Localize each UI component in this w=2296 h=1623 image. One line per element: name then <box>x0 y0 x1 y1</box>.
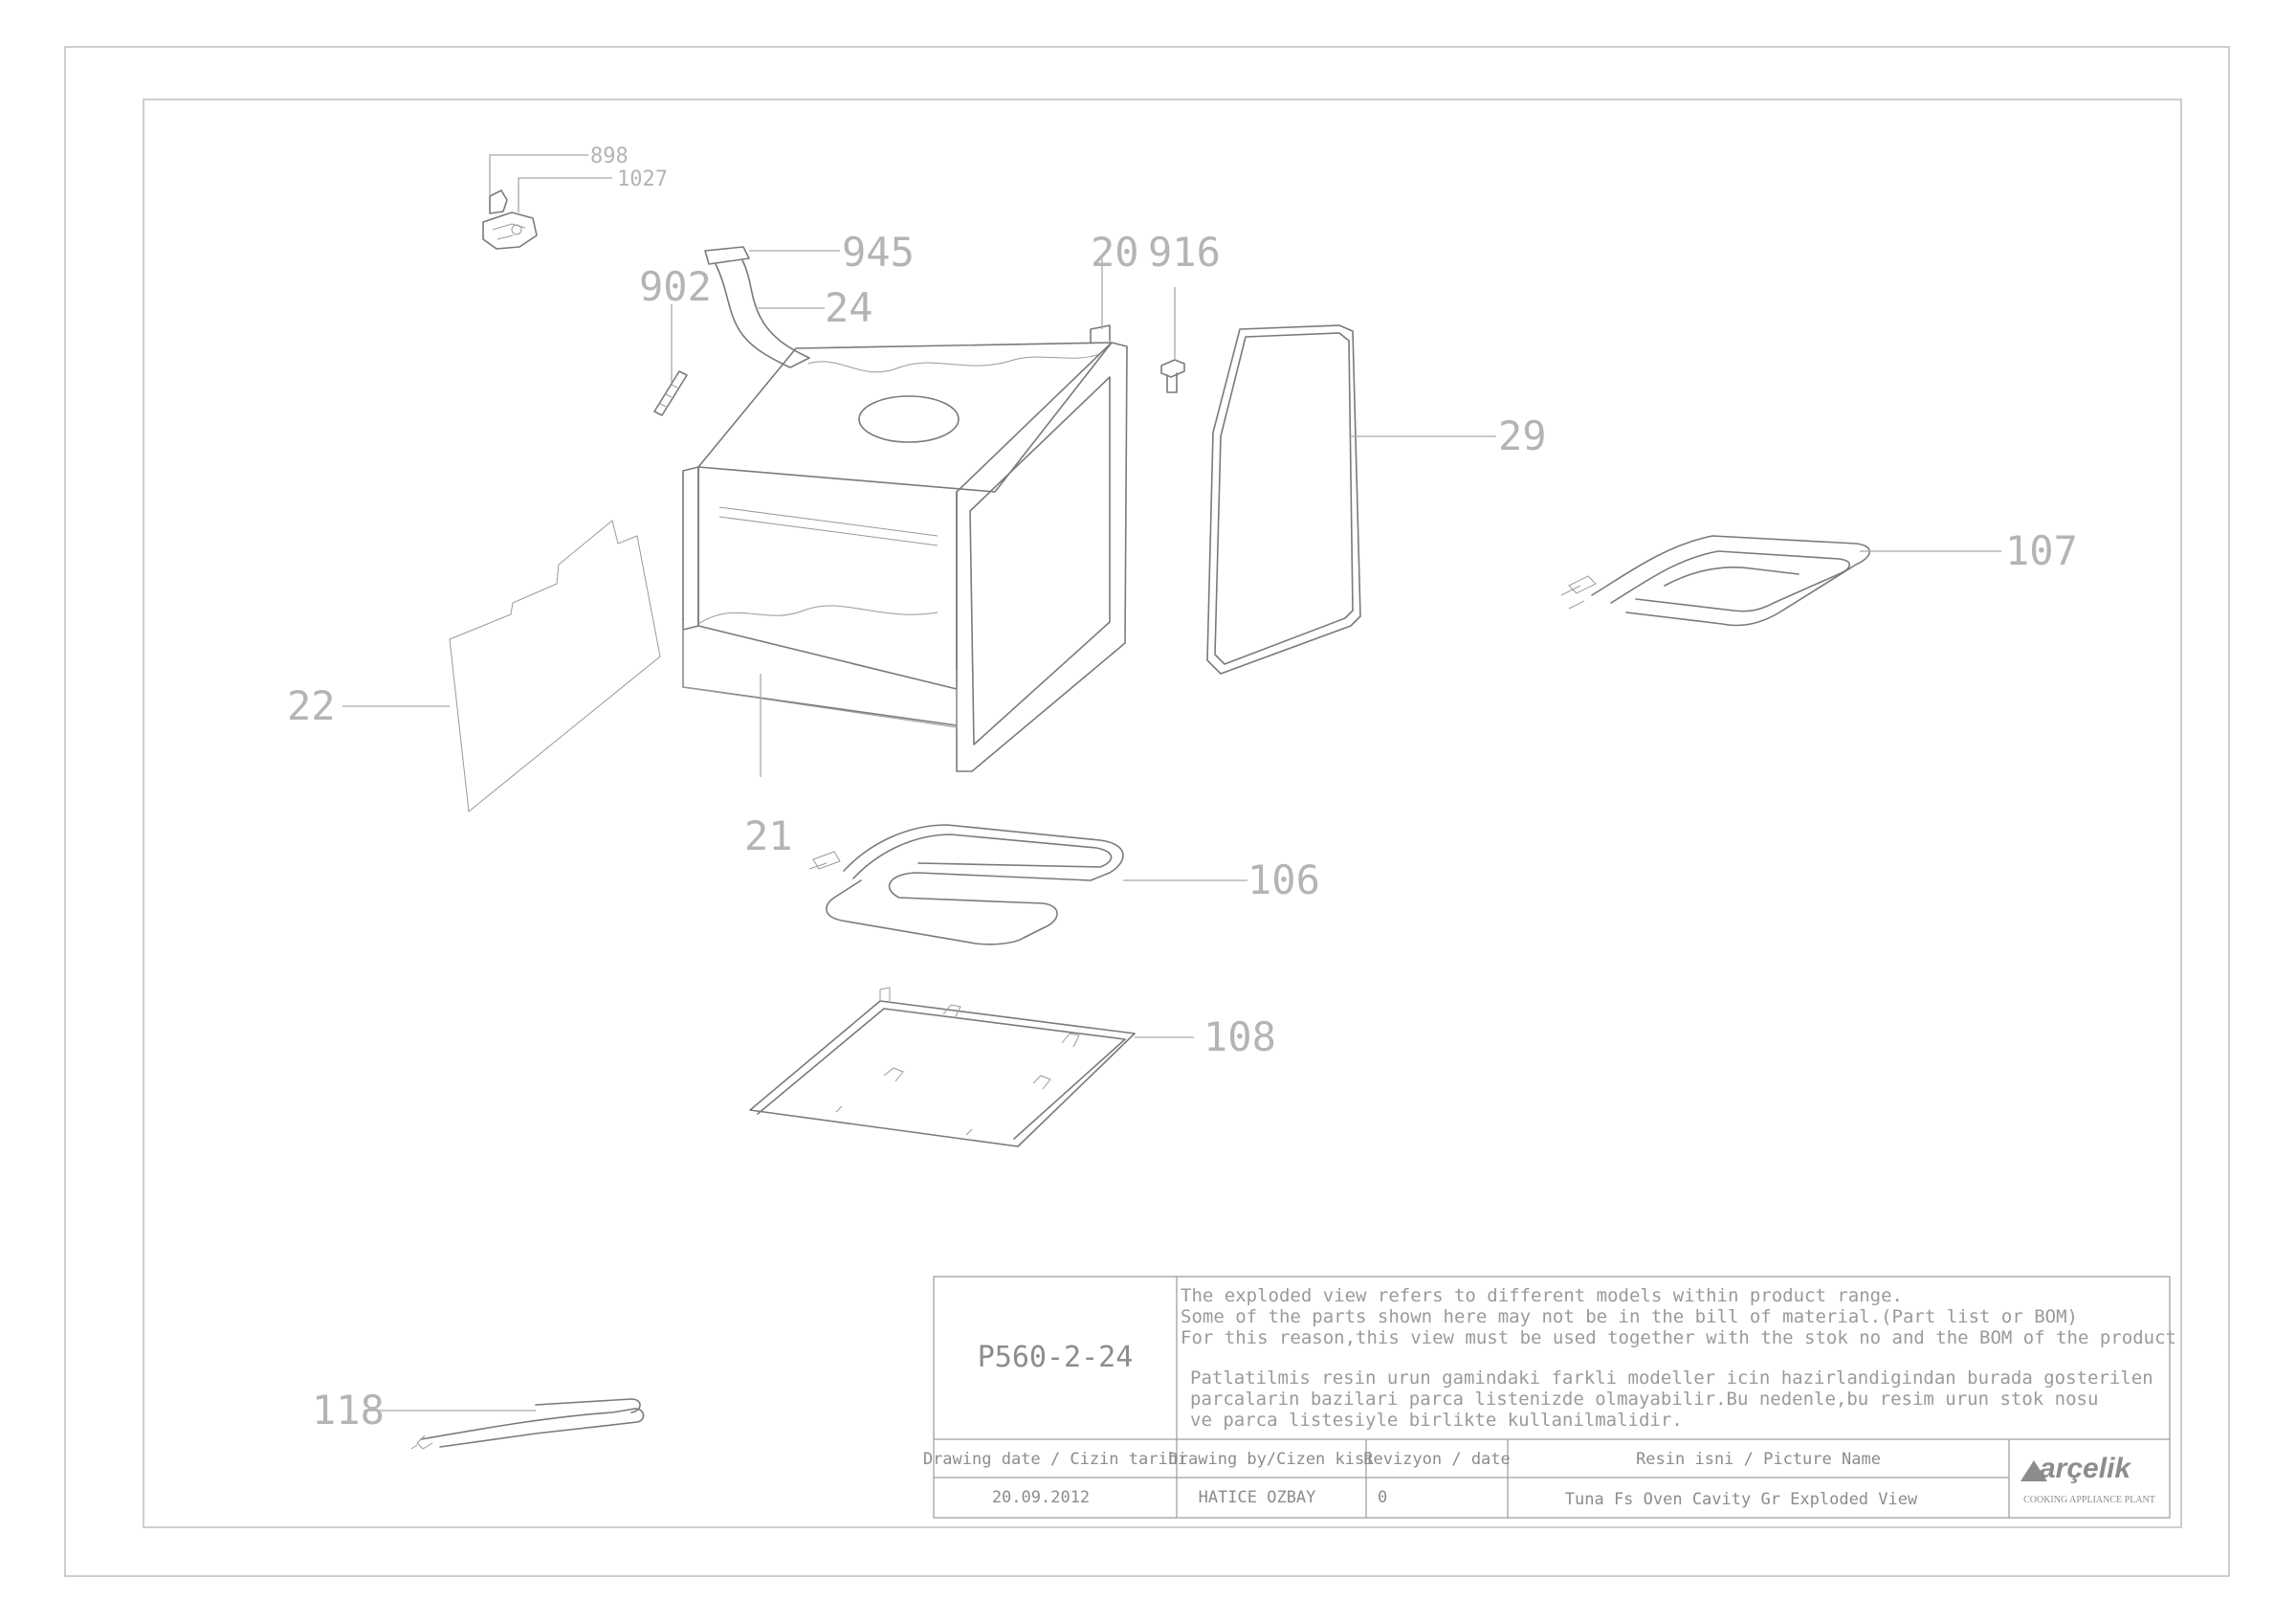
part-screw-916 <box>1160 287 1185 393</box>
part-bottom-heater-106 <box>808 824 1247 945</box>
callout-108: 108 <box>1203 1013 1276 1060</box>
brand-plant: COOKING APPLIANCE PLANT <box>2023 1495 2155 1505</box>
callout-22: 22 <box>287 682 336 729</box>
part-duct-945-24 <box>704 246 840 368</box>
part-door-gasket-29 <box>1206 324 1496 675</box>
note-tr-line-2: parcalarin bazilari parca listenizde olm… <box>1190 1389 2098 1410</box>
brand-name: arçelik <box>2040 1453 2131 1484</box>
callout-945: 945 <box>842 229 915 276</box>
callout-898: 898 <box>590 145 629 168</box>
value-revision: 0 <box>1378 1488 1387 1507</box>
title-block: P560-2-24 The exploded view refers to di… <box>923 1276 2176 1519</box>
part-clip-898-1027 <box>482 154 612 250</box>
note-en-line-1: The exploded view refers to different mo… <box>1181 1285 1903 1306</box>
callout-21: 21 <box>744 812 793 859</box>
header-drawn-by: Drawing by/Cizen kisi <box>1169 1450 1375 1469</box>
part-oven-cavity-20 <box>682 258 1128 772</box>
callout-20: 20 <box>1091 229 1139 276</box>
note-tr-line-3: ve parca listesiyle birlikte kullanilmal… <box>1190 1410 1683 1431</box>
callout-106: 106 <box>1247 856 1320 903</box>
drawing-code: P560-2-24 <box>978 1341 1134 1374</box>
outer-frame <box>64 46 2230 1577</box>
note-tr-line-1: Patlatilmis resin urun gamindaki farkli … <box>1190 1367 2153 1389</box>
part-insulation-22 <box>342 520 661 812</box>
value-drawn-by: HATICE OZBAY <box>1199 1488 1316 1507</box>
part-bracket-902 <box>653 304 688 416</box>
brand-logo-icon <box>2020 1460 2047 1481</box>
header-picture-name: Resin isni / Picture Name <box>1636 1450 1881 1469</box>
callout-1027: 1027 <box>617 167 668 191</box>
part-rod-118 <box>364 1398 645 1450</box>
callouts: 898 1027 945 20 916 902 24 29 107 22 21 … <box>287 145 2078 1434</box>
callout-29: 29 <box>1498 412 1547 459</box>
value-picture-name: Tuna Fs Oven Cavity Gr Exploded View <box>1565 1490 1918 1509</box>
part-top-heater-107 <box>1560 535 2001 627</box>
value-date: 20.09.2012 <box>992 1488 1090 1507</box>
part-floor-108 <box>749 987 1194 1147</box>
callout-24: 24 <box>825 284 873 331</box>
callout-107: 107 <box>2005 527 2078 574</box>
inner-frame <box>143 99 2182 1528</box>
header-revision: Revizyon / date <box>1363 1450 1511 1469</box>
callout-916: 916 <box>1148 229 1221 276</box>
note-en-line-2: Some of the parts shown here may not be … <box>1181 1306 2078 1327</box>
part-lower-cavity-21 <box>682 620 958 777</box>
header-date: Drawing date / Cizin tarihi <box>923 1450 1187 1469</box>
callout-118: 118 <box>312 1387 385 1434</box>
note-en-line-3: For this reason,this view must be used t… <box>1181 1327 2176 1348</box>
callout-902: 902 <box>639 263 712 310</box>
